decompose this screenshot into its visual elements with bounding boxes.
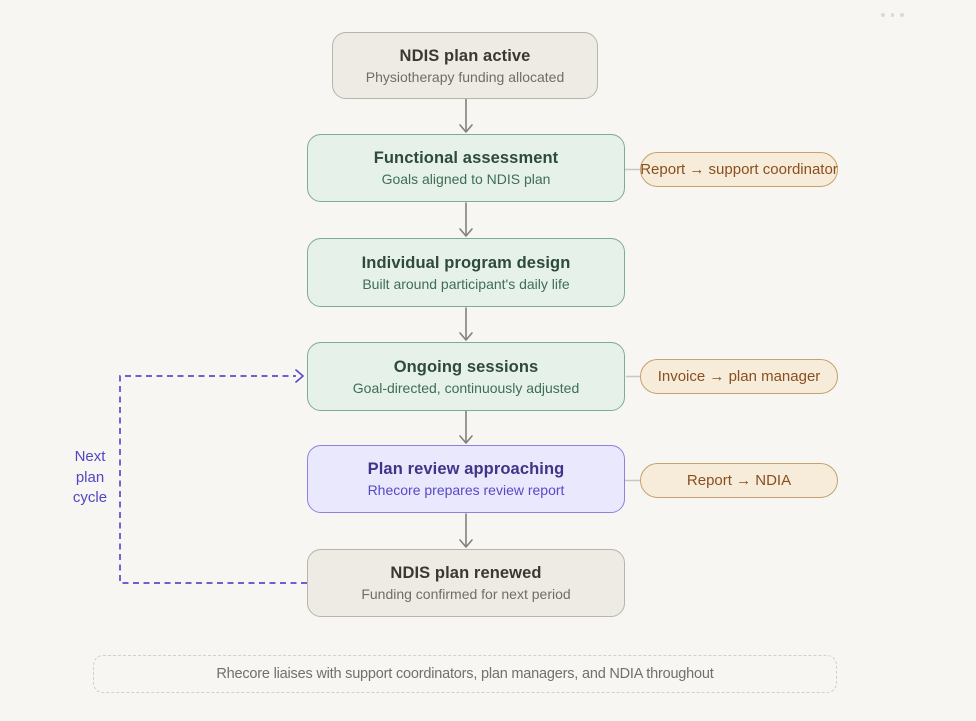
more-options-dots[interactable] [881,13,904,17]
node-title: Ongoing sessions [393,357,539,376]
flow-node-ongoing-sessions: Ongoing sessions Goal-directed, continuo… [307,342,625,411]
side-pill-report-ndia: Report → NDIA [640,463,838,498]
pill-label: Invoice → plan manager [657,368,821,385]
flow-node-plan-review-approaching: Plan review approaching Rhecore prepares… [307,445,625,513]
pill-label: Report → NDIA [686,472,792,489]
node-subtitle: Built around participant's daily life [362,275,570,292]
node-subtitle: Goals aligned to NDIS plan [381,171,551,187]
loop-label-line: plan [75,468,105,486]
flow-node-individual-program-design: Individual program design Built around p… [307,238,625,307]
dot-icon [890,13,894,17]
node-title: Functional assessment [373,149,559,167]
node-subtitle: Physiotherapy funding allocated [365,68,565,85]
node-subtitle: Rhecore prepares review report [367,482,565,498]
flow-node-ndis-plan-active: NDIS plan active Physiotherapy funding a… [332,32,598,99]
footer-note-text: Rhecore liaises with support coordinator… [216,666,714,682]
arrow-4-head [459,435,473,444]
arrow-2-head [459,228,473,237]
dot-icon [881,13,885,17]
node-subtitle: Goal-directed, continuously adjusted [352,379,580,396]
pill-label: Report → support coordinator [640,161,838,178]
flow-node-ndis-plan-renewed: NDIS plan renewed Funding confirmed for … [307,549,625,617]
loop-label-line: Next [74,448,106,465]
footer-note-box: Rhecore liaises with support coordinator… [93,655,837,693]
arrow-1-head [459,124,473,133]
flow-node-functional-assessment: Functional assessment Goals aligned to N… [307,134,625,202]
node-title: NDIS plan active [399,46,531,65]
arrow-3-head [459,332,473,341]
node-title: Individual program design [361,253,571,272]
side-pill-invoice-plan-manager: Invoice → plan manager [640,359,838,394]
node-title: Plan review approaching [367,460,565,478]
loop-label-line: cycle [72,489,108,506]
arrow-5-head [459,539,473,548]
dot-icon [900,13,904,17]
side-pill-report-support-coordinator: Report → support coordinator [640,152,838,187]
loop-dashed-line [119,375,307,584]
node-title: NDIS plan renewed [390,564,542,582]
loop-label-next-plan-cycle: Next plan cycle [62,447,118,509]
loop-arrow-head [295,369,304,383]
node-subtitle: Funding confirmed for next period [361,586,571,602]
